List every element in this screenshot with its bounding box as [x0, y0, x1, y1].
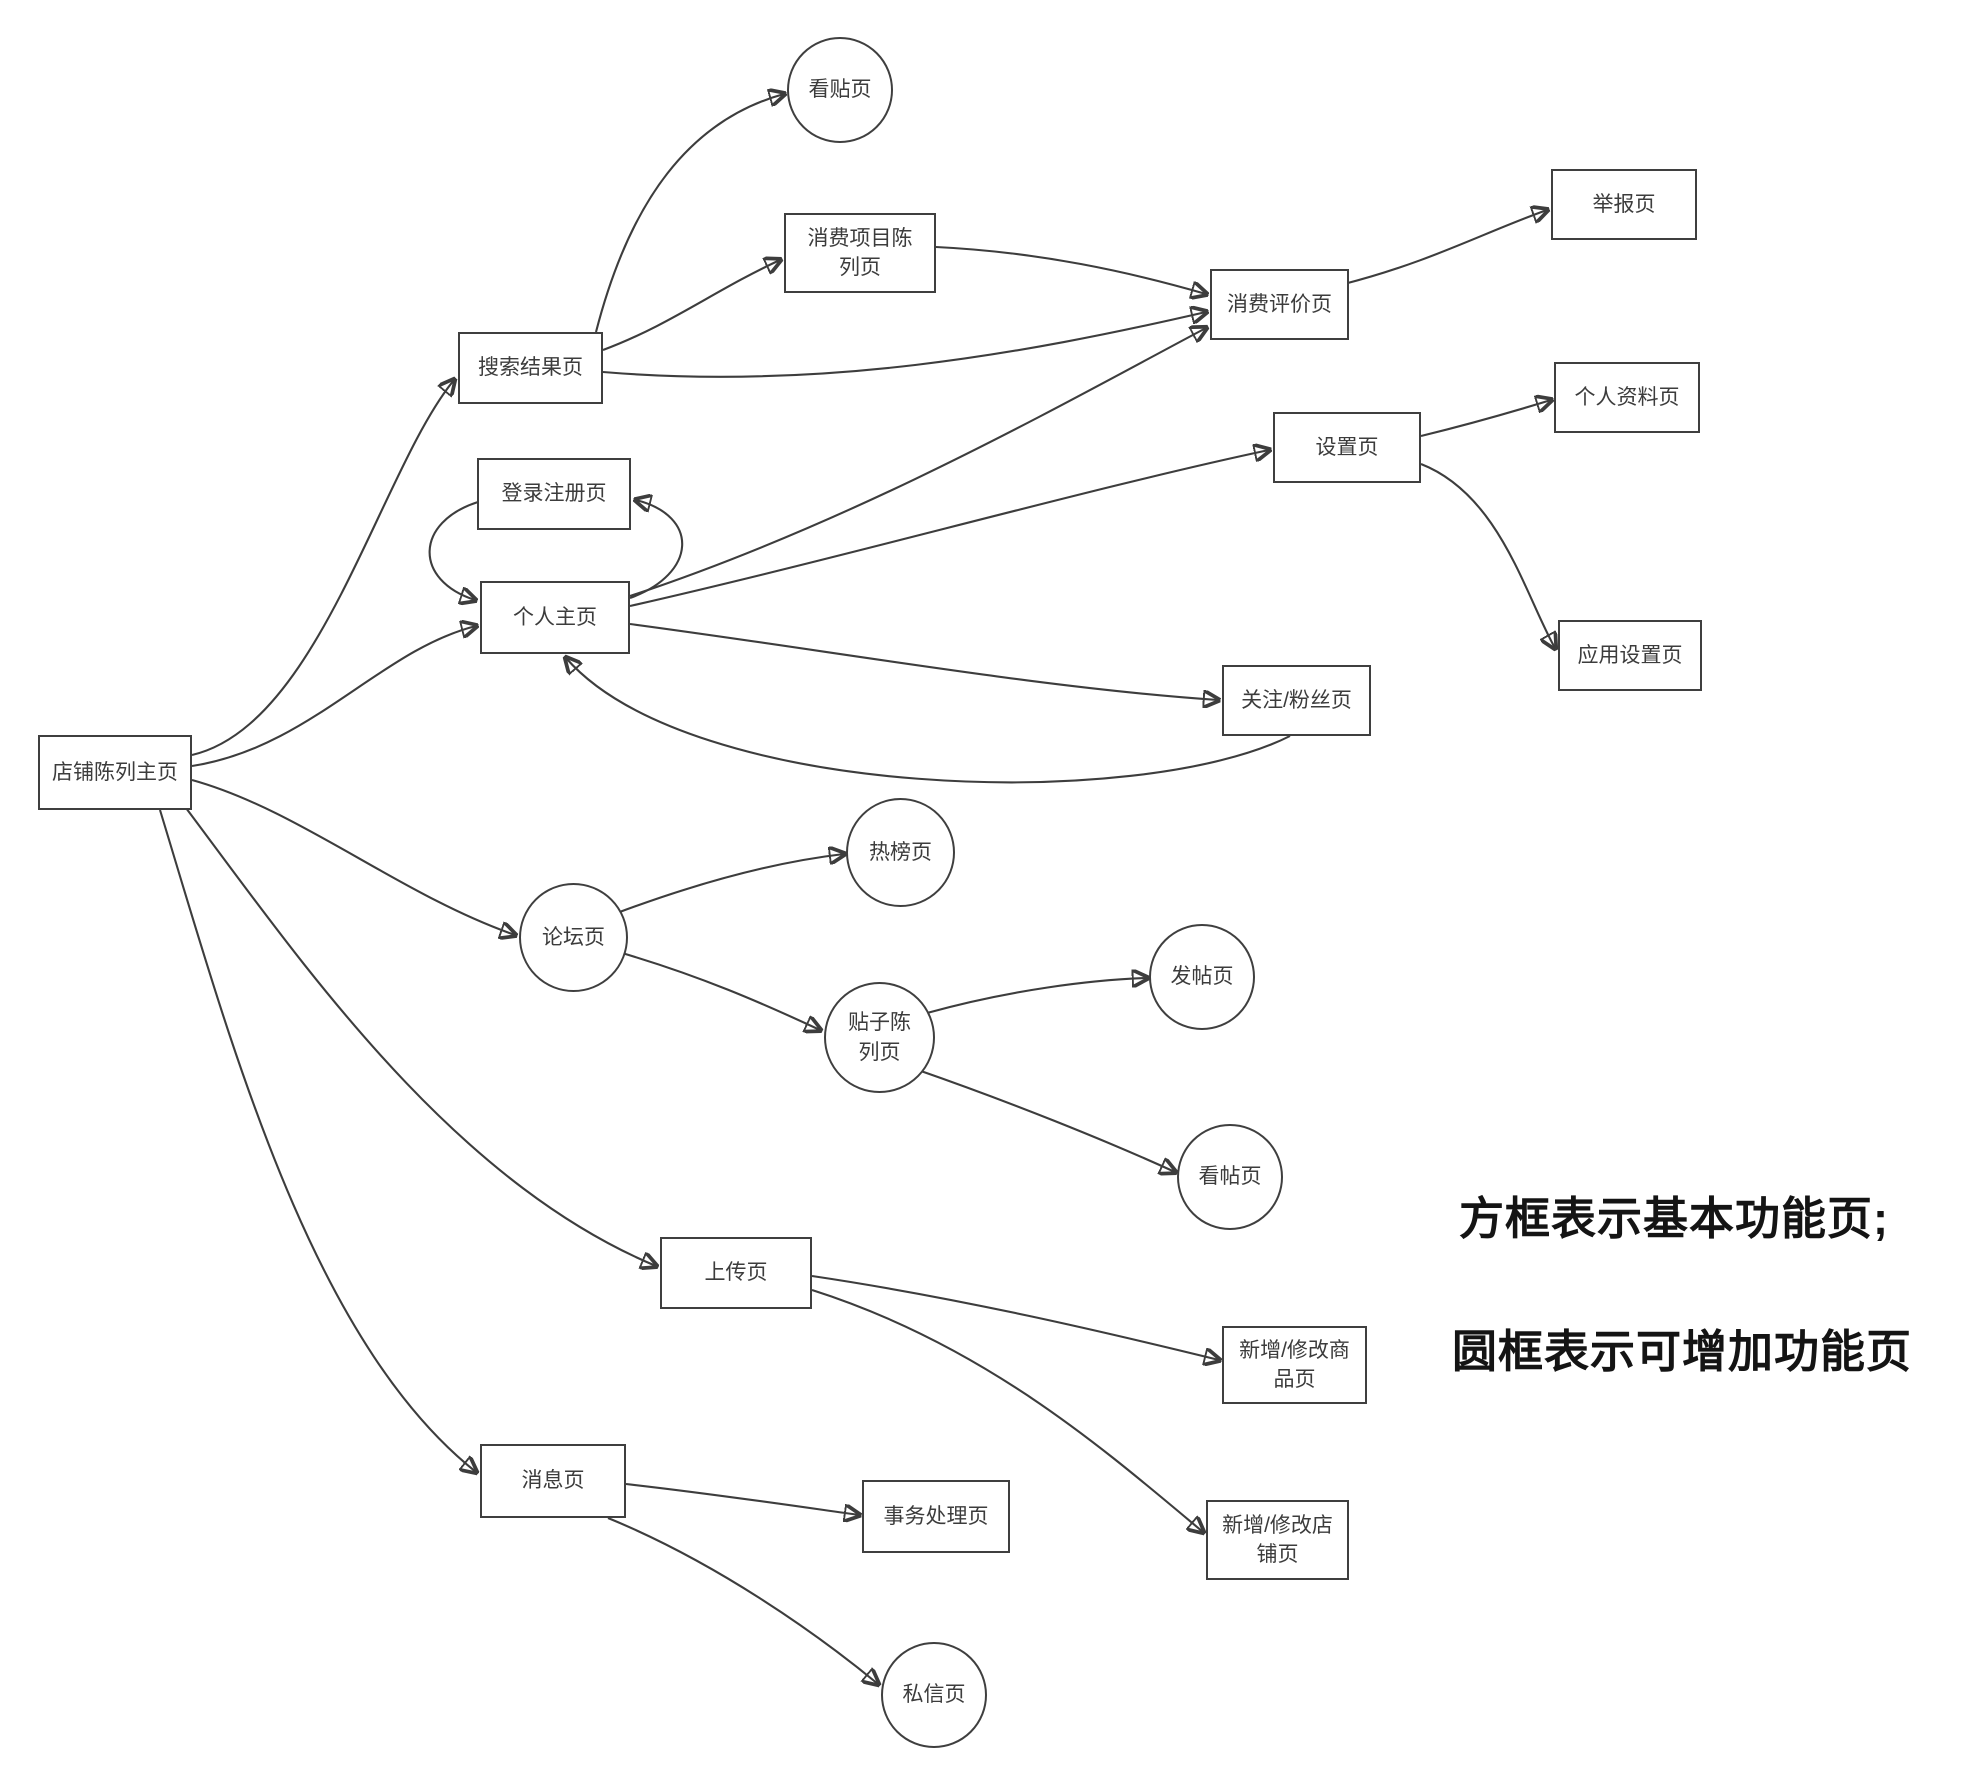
- node-add-edit-shop-label: 新增/修改店 铺页: [1222, 1513, 1333, 1566]
- node-hot-list-label: 热榜页: [869, 840, 932, 864]
- node-private-message: 私信页: [881, 1642, 987, 1748]
- edge-shop-home-to-personal-home: [191, 626, 476, 768]
- node-transactions-label: 事务处理页: [883, 1504, 989, 1528]
- node-consume-review: 消费评价页: [1210, 269, 1349, 340]
- edge-personal-home-to-follow-fans: [629, 622, 1218, 700]
- edge-post-list-to-view-post: [917, 1069, 1175, 1172]
- node-private-message-label: 私信页: [902, 1683, 966, 1707]
- edge-post-list-to-create-post: [926, 978, 1147, 1015]
- node-post-list: 贴子陈 列页: [824, 982, 935, 1093]
- edge-forum-to-hot-list: [616, 854, 844, 914]
- node-forum: 论坛页: [519, 883, 628, 992]
- node-messages-label: 消息页: [521, 1469, 585, 1493]
- node-login-register: 登录注册页: [477, 458, 631, 530]
- legend-circle-note: 圆框表示可增加功能页: [1452, 1326, 1913, 1377]
- node-view-post: 看帖页: [1177, 1124, 1283, 1230]
- edge-settings-to-app-settings: [1420, 463, 1555, 648]
- node-report-label: 举报页: [1592, 192, 1656, 216]
- edge-shop-home-to-search-results: [191, 380, 454, 757]
- node-create-post: 发帖页: [1149, 924, 1255, 1030]
- node-settings-label: 设置页: [1315, 435, 1379, 459]
- node-view-post-label: 看帖页: [1198, 1165, 1262, 1189]
- edge-search-results-to-consume-review: [602, 312, 1206, 378]
- node-app-settings-label: 应用设置页: [1577, 643, 1683, 667]
- edge-personal-home-to-consume-review: [629, 328, 1206, 597]
- node-forum-label: 论坛页: [542, 925, 605, 949]
- node-login-register-label: 登录注册页: [501, 482, 607, 506]
- node-follow-fans-label: 关注/粉丝页: [1241, 688, 1352, 712]
- node-add-edit-shop: 新增/修改店 铺页: [1206, 1500, 1349, 1580]
- node-shop-home-label: 店铺陈列主页: [52, 760, 178, 784]
- node-search-results: 搜索结果页: [458, 332, 603, 404]
- node-messages: 消息页: [480, 1444, 626, 1518]
- node-consume-review-label: 消费评价页: [1227, 292, 1332, 316]
- node-upload-label: 上传页: [704, 1261, 768, 1285]
- node-post-list-label: 贴子陈 列页: [848, 1011, 911, 1064]
- edge-messages-to-transactions: [625, 1482, 859, 1515]
- node-add-edit-product-label: 新增/修改商 品页: [1239, 1338, 1350, 1391]
- node-report: 举报页: [1551, 169, 1697, 240]
- node-follow-fans: 关注/粉丝页: [1222, 665, 1371, 736]
- node-search-results-label: 搜索结果页: [478, 356, 583, 380]
- legend-rect-note: 方框表示基本功能页;: [1459, 1193, 1889, 1244]
- node-hot-list: 热榜页: [846, 798, 955, 907]
- edge-consume-item-list-to-consume-review: [935, 245, 1206, 294]
- edge-messages-to-private-message: [607, 1517, 878, 1684]
- node-shop-home: 店铺陈列主页: [38, 735, 192, 810]
- node-settings: 设置页: [1273, 412, 1421, 483]
- node-transactions: 事务处理页: [862, 1480, 1010, 1553]
- node-add-edit-product: 新增/修改商 品页: [1222, 1326, 1367, 1404]
- node-view-post-bbs: 看贴页: [787, 37, 893, 143]
- edge-login-register-to-personal-home: [428, 500, 478, 600]
- node-personal-home-label: 个人主页: [513, 605, 597, 629]
- edge-search-results-to-consume-item-list: [602, 260, 780, 351]
- node-app-settings: 应用设置页: [1558, 620, 1702, 691]
- edge-shop-home-to-upload: [185, 807, 656, 1266]
- node-profile-label: 个人资料页: [1574, 385, 1680, 409]
- node-consume-item-list: 消费项目陈 列页: [784, 213, 936, 293]
- edge-shop-home-to-forum: [191, 778, 515, 935]
- edge-personal-home-to-settings: [629, 450, 1269, 608]
- node-consume-item-list-label: 消费项目陈 列页: [807, 226, 913, 279]
- edge-upload-to-add-edit-shop: [811, 1288, 1203, 1532]
- edge-follow-fans-to-personal-home: [566, 658, 1291, 784]
- edge-upload-to-add-edit-product: [811, 1274, 1219, 1360]
- node-view-post-bbs-label: 看贴页: [808, 78, 872, 102]
- edge-forum-to-post-list: [621, 951, 820, 1030]
- edge-consume-review-to-report: [1343, 210, 1547, 286]
- node-profile: 个人资料页: [1554, 362, 1700, 433]
- node-create-post-label: 发帖页: [1170, 965, 1234, 989]
- edge-shop-home-to-messages: [158, 809, 476, 1472]
- edge-search-results-to-view-post-bbs: [594, 94, 784, 333]
- node-personal-home: 个人主页: [480, 581, 630, 654]
- node-upload: 上传页: [660, 1237, 812, 1309]
- edge-settings-to-profile: [1420, 400, 1551, 438]
- edge-personal-home-to-login-register: [629, 500, 684, 599]
